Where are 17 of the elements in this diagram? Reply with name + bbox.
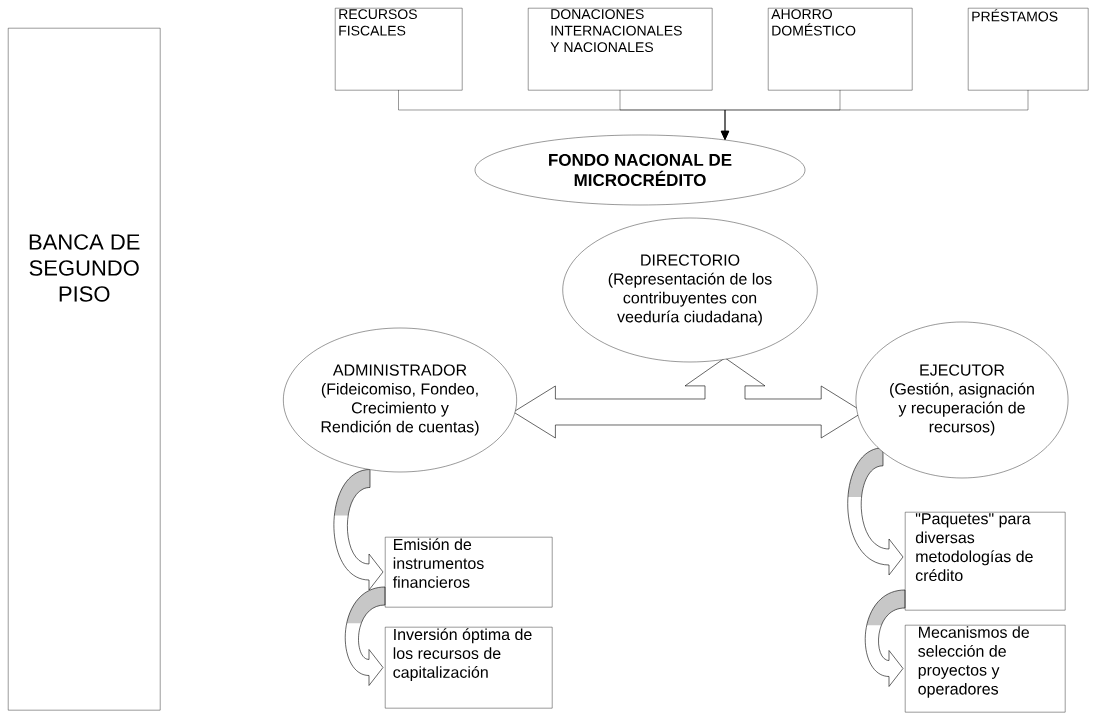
text-box: DONACIONES INTERNACIONALES Y NACIONALES: [528, 8, 713, 91]
ellipse-node: EJECUTOR (Gestión, asignación y recuperación de recursos): [855, 321, 1069, 479]
text-box: Inversión óptima de los recursos de capitalización: [385, 627, 553, 709]
curved-arrow: [847, 447, 904, 576]
connector-arrow: [721, 89, 1029, 140]
text-box: "Paquetes" para diversas metodologías de crédito: [905, 512, 1066, 611]
curved-arrow: [345, 586, 386, 686]
text-box: AHORRO DOMÉSTICO: [768, 8, 913, 91]
text-box: Mecanismos de selección de proyectos y operadores: [905, 625, 1066, 713]
text-box: RECURSOS FISCALES: [335, 8, 463, 91]
text-box: PRÉSTAMOS: [968, 8, 1089, 91]
ellipse-node: ADMINISTRADOR (Fideicomiso, Fondeo, Crecimiento y Rendición de cuentas): [283, 327, 517, 473]
curved-arrow: [865, 589, 906, 687]
text-box: BANCA DE SEGUNDO PISO: [8, 28, 161, 711]
text-box: Emisión de instrumentos financieros: [385, 537, 553, 608]
ellipse-node: DIRECTORIO (Representación de los contribuyentes con veeduría ciudadana): [562, 217, 818, 363]
ellipse-node: FONDO NACIONAL DE MICROCRÉDITO: [474, 134, 806, 206]
